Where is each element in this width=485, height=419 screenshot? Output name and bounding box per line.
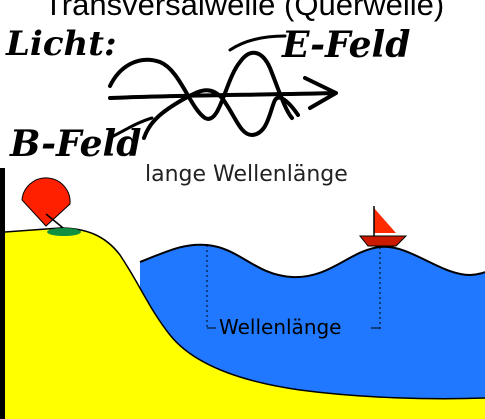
handwritten-licht-label: Licht: bbox=[6, 24, 117, 64]
wavelength-caption: lange Wellenlänge bbox=[145, 162, 348, 187]
sand-cliff bbox=[5, 228, 485, 419]
boat-sail bbox=[374, 208, 396, 233]
sun-umbrella bbox=[21, 177, 71, 227]
grass-patch bbox=[47, 228, 81, 236]
propagation-arrow bbox=[108, 76, 338, 110]
b-field-wave-sketch bbox=[142, 88, 300, 140]
b-field-pointer bbox=[108, 116, 154, 140]
sand-cliff-edge bbox=[4, 227, 485, 400]
wavelength-label: Wellenlänge bbox=[219, 315, 342, 339]
handwritten-e-field-label: E-Feld bbox=[282, 24, 411, 66]
diagram-title: Transversalwelle (Querwelle) bbox=[44, 0, 445, 22]
handwritten-b-field-label: B-Feld bbox=[10, 123, 142, 165]
left-border bbox=[0, 168, 5, 419]
boat-hull bbox=[358, 235, 408, 247]
wave-surface-line bbox=[139, 243, 485, 279]
e-field-wave-sketch bbox=[108, 51, 294, 121]
e-field-pointer bbox=[228, 34, 287, 52]
